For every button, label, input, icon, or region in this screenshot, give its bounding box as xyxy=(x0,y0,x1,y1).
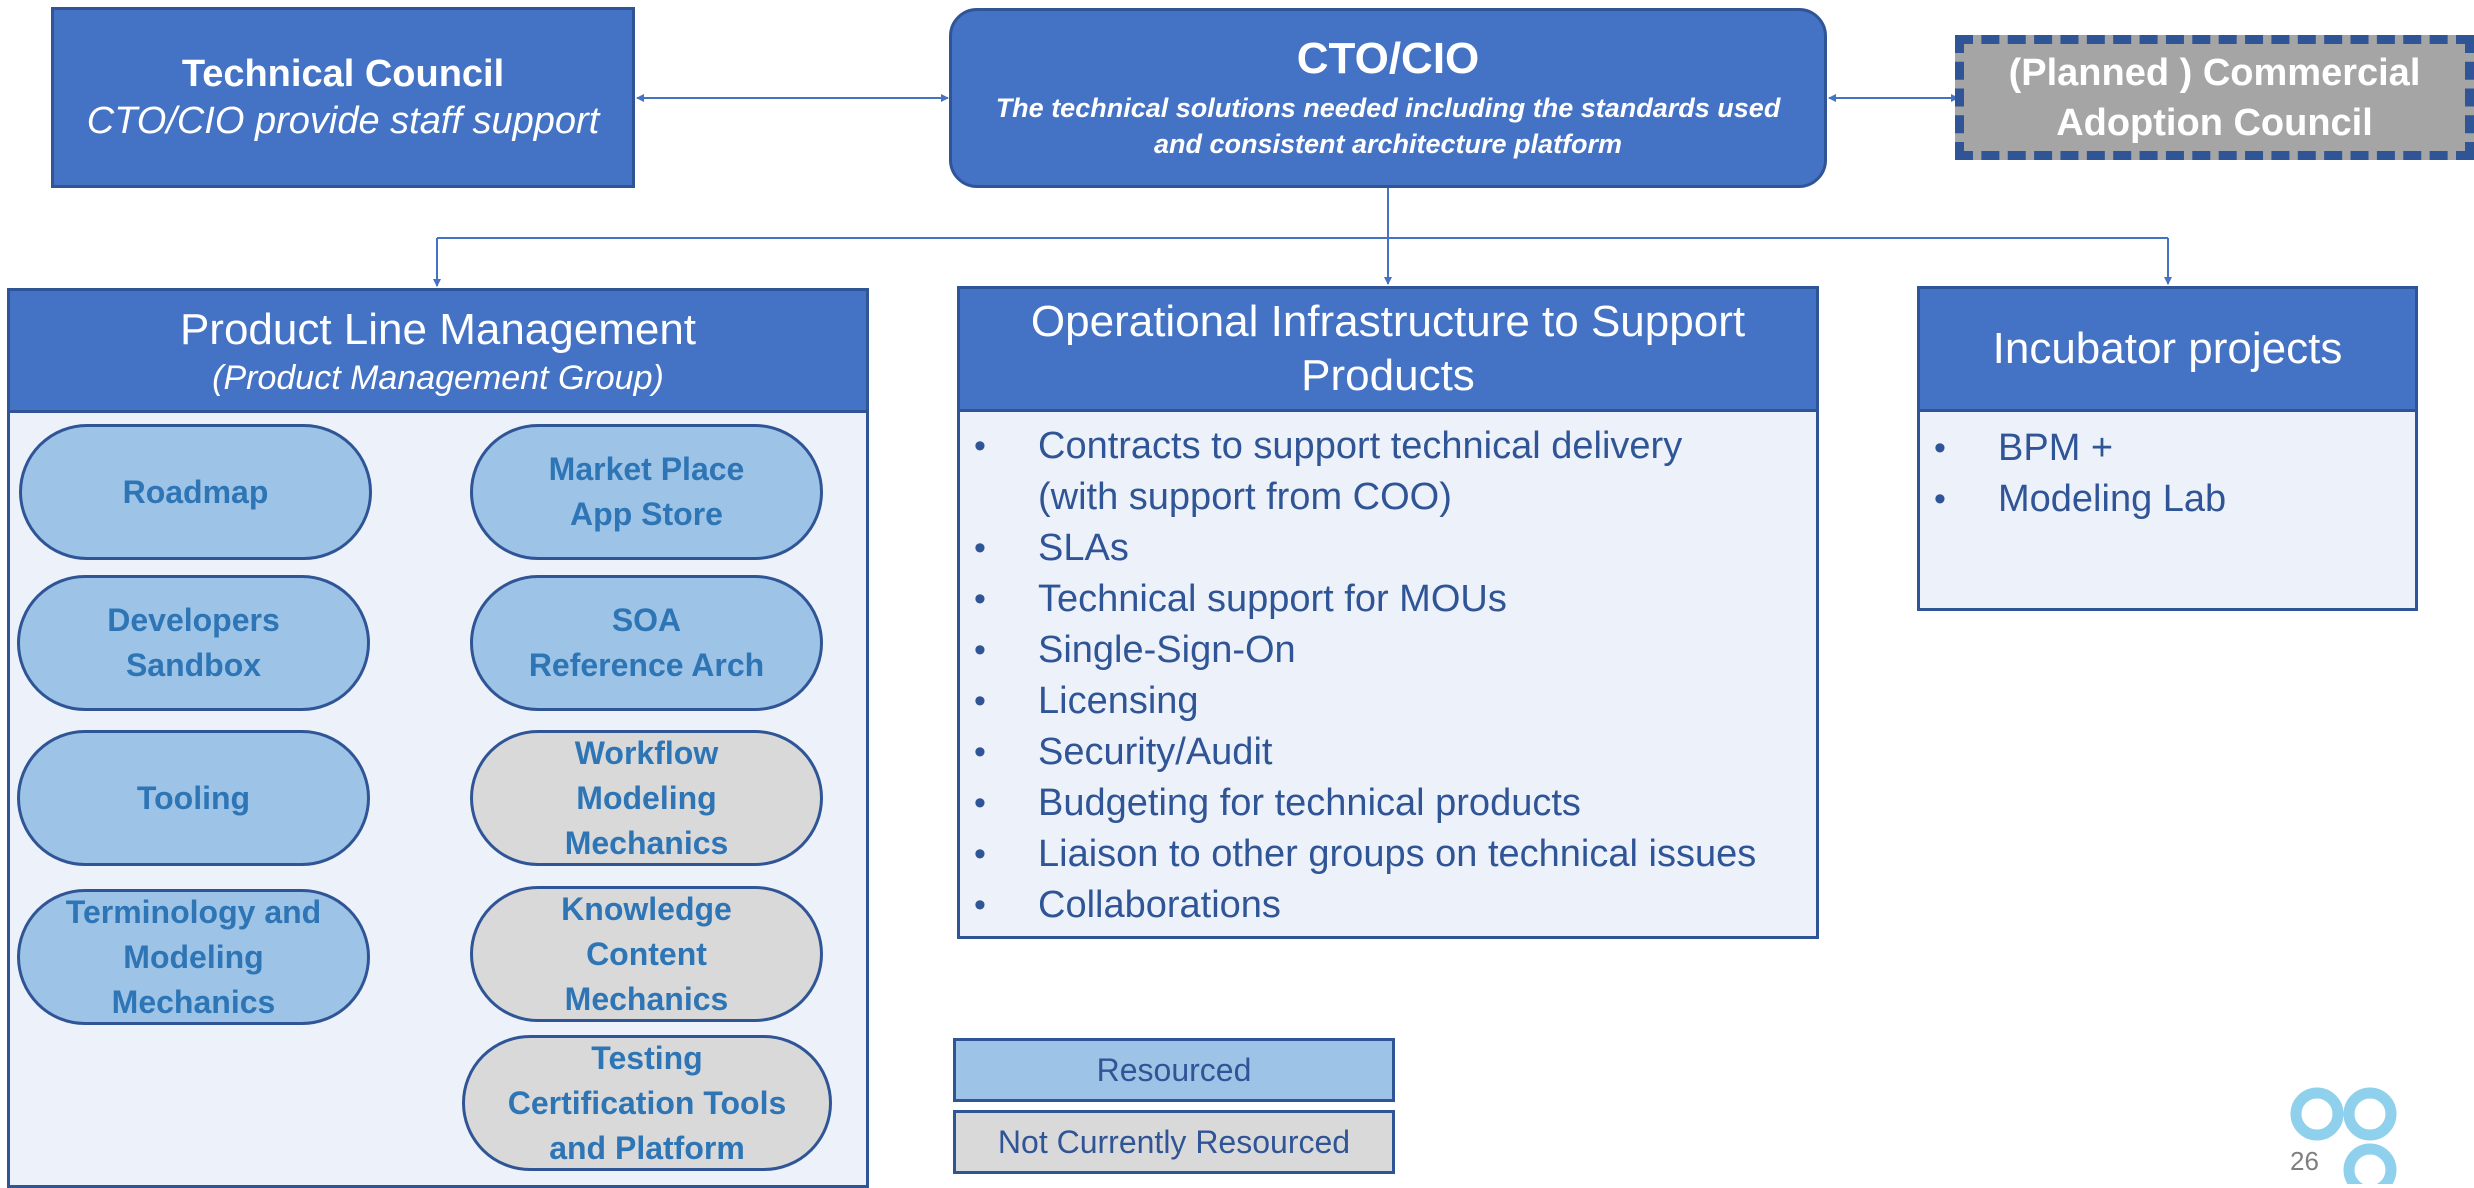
operational-header: Operational Infrastructure to Support Pr… xyxy=(957,286,1819,412)
technical-council-title: Technical Council xyxy=(181,52,505,95)
cto-cio-title: CTO/CIO xyxy=(1296,34,1480,83)
incubator-item: BPM + xyxy=(1920,423,2415,474)
technical-council-subtitle: CTO/CIO provide staff support xyxy=(86,99,600,142)
operational-item: Liaison to other groups on technical iss… xyxy=(960,829,1816,880)
technical-council-box: Technical Council CTO/CIO provide staff … xyxy=(51,7,635,188)
operational-item: SLAs xyxy=(960,523,1816,574)
product-line-subtitle: (Product Management Group) xyxy=(212,359,664,397)
commercial-adoption-council-title: (Planned ) Commercial Adoption Council xyxy=(2008,51,2421,144)
operational-item: Single-Sign-On xyxy=(960,625,1816,676)
pill-roadmap: Roadmap xyxy=(19,424,372,560)
commercial-adoption-council-box: (Planned ) Commercial Adoption Council xyxy=(1955,35,2474,160)
operational-item: Technical support for MOUs xyxy=(960,574,1816,625)
operational-item: Contracts to support technical delivery … xyxy=(960,421,1816,523)
pill-tooling: Tooling xyxy=(17,730,370,866)
cto-cio-subtitle: The technical solutions needed including… xyxy=(995,93,1781,159)
pill-knowledge-content-mechanics: Knowledge Content Mechanics xyxy=(470,886,823,1022)
operational-list: Contracts to support technical delivery … xyxy=(960,421,1816,931)
pill-testing-certification-platform: Testing Certification Tools and Platform xyxy=(462,1035,832,1171)
legend-not-resourced: Not Currently Resourced xyxy=(953,1110,1395,1174)
product-line-title: Product Line Management xyxy=(179,305,697,354)
cto-cio-box: CTO/CIO The technical solutions needed i… xyxy=(949,8,1827,188)
product-line-header: Product Line Management (Product Managem… xyxy=(7,288,869,413)
pill-soa-reference-arch: SOA Reference Arch xyxy=(470,575,823,711)
pill-market-place-app-store: Market Place App Store xyxy=(470,424,823,560)
incubator-title: Incubator projects xyxy=(1992,324,2343,373)
legend-resourced-label: Resourced xyxy=(1096,1051,1252,1088)
operational-item: Security/Audit xyxy=(960,727,1816,778)
pill-terminology-modeling-mechanics: Terminology and Modeling Mechanics xyxy=(17,889,370,1025)
legend-resourced: Resourced xyxy=(953,1038,1395,1102)
pill-developers-sandbox: Developers Sandbox xyxy=(17,575,370,711)
pill-workflow-modeling-mechanics: Workflow Modeling Mechanics xyxy=(470,730,823,866)
incubator-list: BPM + Modeling Lab xyxy=(1920,423,2415,525)
incubator-header: Incubator projects xyxy=(1917,286,2418,412)
incubator-item: Modeling Lab xyxy=(1920,474,2415,525)
operational-item: Licensing xyxy=(960,676,1816,727)
page-number: 26 xyxy=(2290,1146,2319,1176)
operational-item: Collaborations xyxy=(960,880,1816,931)
operational-title: Operational Infrastructure to Support Pr… xyxy=(1030,297,1746,400)
operational-item: Budgeting for technical products xyxy=(960,778,1816,829)
legend-not-resourced-label: Not Currently Resourced xyxy=(997,1123,1351,1160)
